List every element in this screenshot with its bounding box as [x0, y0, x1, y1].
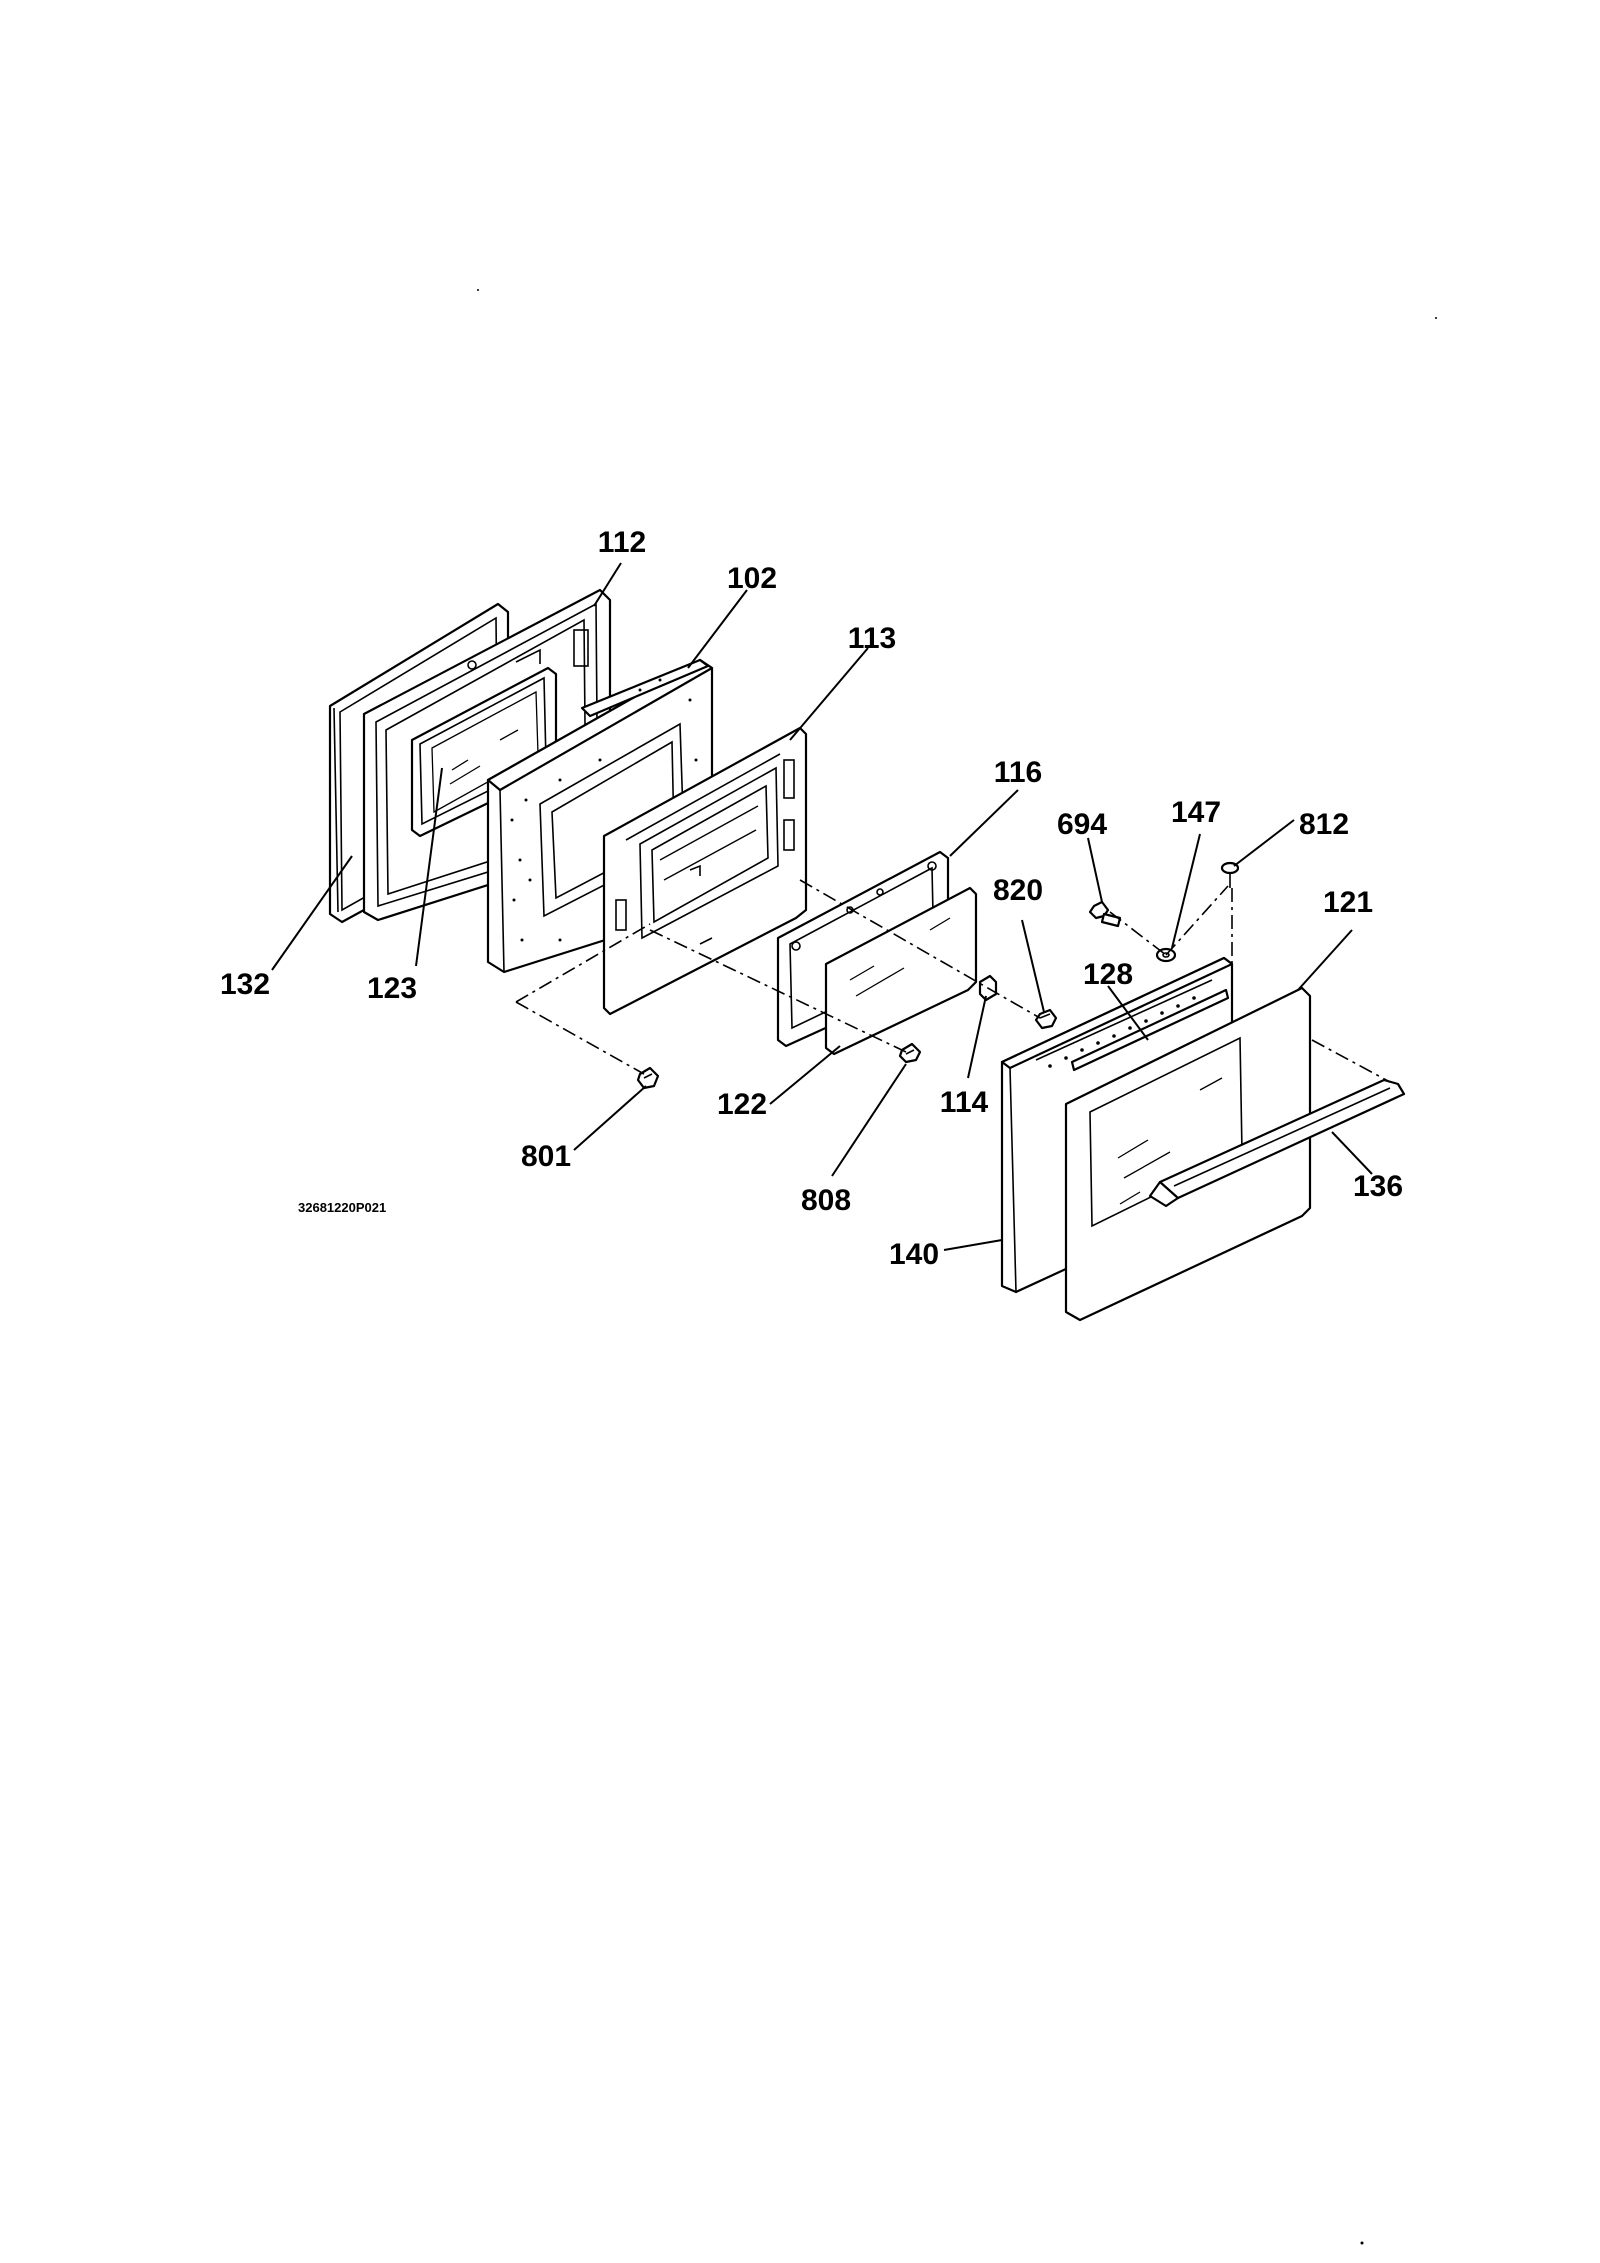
callout-147: 147: [1171, 796, 1221, 829]
callout-116: 116: [994, 756, 1042, 789]
diagram-code: 32681220P021: [298, 1200, 386, 1215]
callout-113: 113: [848, 622, 896, 655]
callout-132: 132: [220, 968, 270, 1001]
part-121-outer-door-panel: [1064, 986, 1312, 1322]
part-122-window-glass: [824, 886, 978, 1056]
callout-140: 140: [889, 1238, 939, 1271]
callout-112: 112: [598, 526, 646, 559]
assembly-lines: [515, 879, 1391, 1083]
part-113-inner-door-panel: [602, 726, 808, 1016]
callout-123: 123: [367, 972, 417, 1005]
part-820-screw: [1034, 1008, 1058, 1030]
callout-122: 122: [717, 1088, 767, 1121]
callout-121: 121: [1323, 886, 1373, 919]
callout-128: 128: [1083, 958, 1133, 991]
callout-694: 694: [1057, 808, 1107, 841]
part-128-vent-trim: [1070, 988, 1230, 1072]
part-812-screw: [1220, 861, 1240, 888]
part-136-door-handle: [1148, 1078, 1406, 1208]
leader-lines: [271, 562, 1373, 1251]
part-694-screw: [1088, 900, 1122, 928]
callout-808: 808: [801, 1184, 851, 1217]
frame-vent-holes: [1048, 996, 1196, 1068]
callout-136: 136: [1353, 1170, 1403, 1203]
callout-812: 812: [1299, 808, 1349, 841]
callout-102: 102: [727, 562, 777, 595]
scan-specks: [477, 289, 1437, 2245]
callout-801: 801: [521, 1140, 571, 1173]
part-808-screw: [898, 1042, 922, 1064]
callout-labels: 112 102 113 116 694 147 812 820 121 128 …: [220, 526, 1403, 1271]
callout-820: 820: [993, 874, 1043, 907]
part-801-screw: [636, 1066, 660, 1090]
callout-114: 114: [940, 1086, 989, 1119]
